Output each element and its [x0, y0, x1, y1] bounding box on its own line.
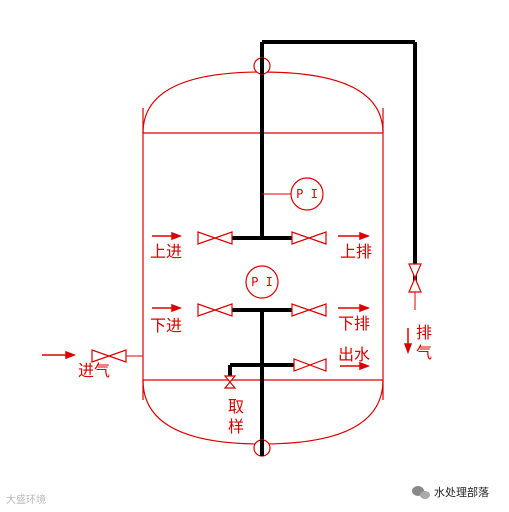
arrow-water-out — [340, 361, 371, 371]
watermark-faint: 大盛环境 — [6, 493, 46, 506]
valve-water-out — [293, 358, 327, 372]
gauge-upper-label: P I — [296, 187, 318, 201]
label-lower-outlet: 下排 — [338, 314, 370, 333]
pressure-gauge-lower: P I — [245, 265, 279, 299]
arrow-lower-inlet — [152, 303, 183, 313]
top-nozzle — [253, 57, 271, 75]
arrow-upper-inlet — [152, 231, 183, 241]
label-exhaust-2: 气 — [416, 343, 432, 362]
arrow-lower-outlet — [338, 303, 371, 313]
label-exhaust-1: 排 — [416, 323, 432, 342]
arrow-upper-outlet — [338, 231, 371, 241]
watermark-brand-text: 水处理部落 — [434, 485, 489, 499]
watermark-faint-text: 大盛环境 — [6, 493, 46, 506]
pressure-gauge-upper: P I — [290, 177, 324, 211]
label-lower-inlet: 下进 — [150, 316, 182, 335]
wechat-icon — [412, 486, 430, 499]
valve-lower-inlet — [197, 303, 233, 317]
valve-exhaust — [408, 263, 422, 293]
arrow-exhaust — [403, 328, 413, 355]
label-upper-outlet: 上排 — [340, 242, 372, 261]
valve-upper-outlet — [291, 231, 327, 245]
watermark-brand: 水处理部落 — [412, 485, 489, 499]
label-sample-1: 取 — [228, 397, 244, 416]
flow-arrows — [42, 231, 413, 371]
valves — [91, 231, 422, 389]
label-sample-2: 样 — [228, 417, 244, 436]
label-upper-inlet: 上进 — [150, 242, 182, 261]
valve-lower-outlet — [291, 303, 327, 317]
valve-sample — [223, 375, 237, 389]
arrow-air-inlet — [42, 350, 77, 360]
valve-air-inlet — [91, 349, 127, 363]
gauge-lower-label: P I — [251, 275, 273, 289]
label-air-inlet: 进气 — [78, 361, 110, 380]
labels: 上进 上排 下进 下排 出水 进气 取 样 排 气 — [78, 242, 432, 436]
bottom-nozzle — [253, 439, 271, 457]
valve-upper-inlet — [197, 231, 233, 245]
label-water-out: 出水 — [338, 345, 370, 364]
piping — [228, 40, 417, 448]
